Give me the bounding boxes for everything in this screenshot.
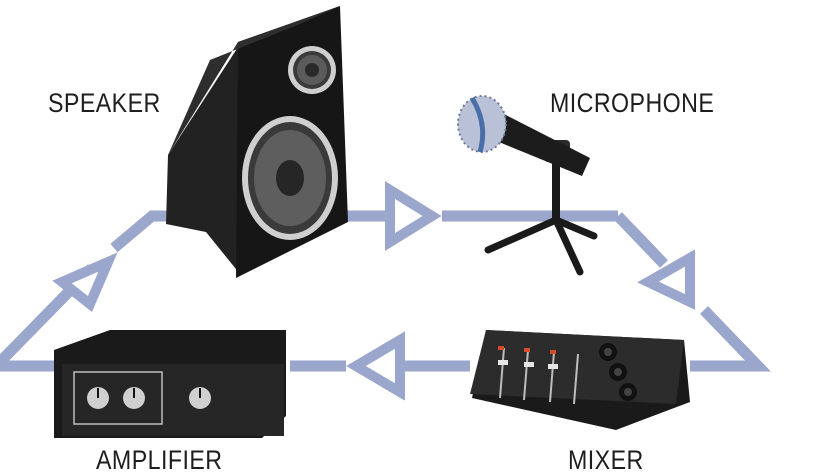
arrow-left-icon [346,331,405,401]
path-segment-right-lower [690,306,771,372]
speaker-label: SPEAKER [48,88,161,118]
mixer-illustration [470,330,690,430]
microphone-label: MICROPHONE [550,88,715,118]
signal-arrows [52,181,695,401]
path-segment-right-upper [614,212,668,268]
arrow-up-right-icon [52,252,118,312]
arrow-down-right-icon [637,249,695,310]
amplifier-illustration [54,330,286,438]
mixer-label: MIXER [568,445,644,475]
microphone-illustration [457,95,598,276]
speaker-illustration [166,6,348,278]
arrow-right-icon [385,181,442,251]
amplifier-label: AMPLIFIER [96,445,223,475]
